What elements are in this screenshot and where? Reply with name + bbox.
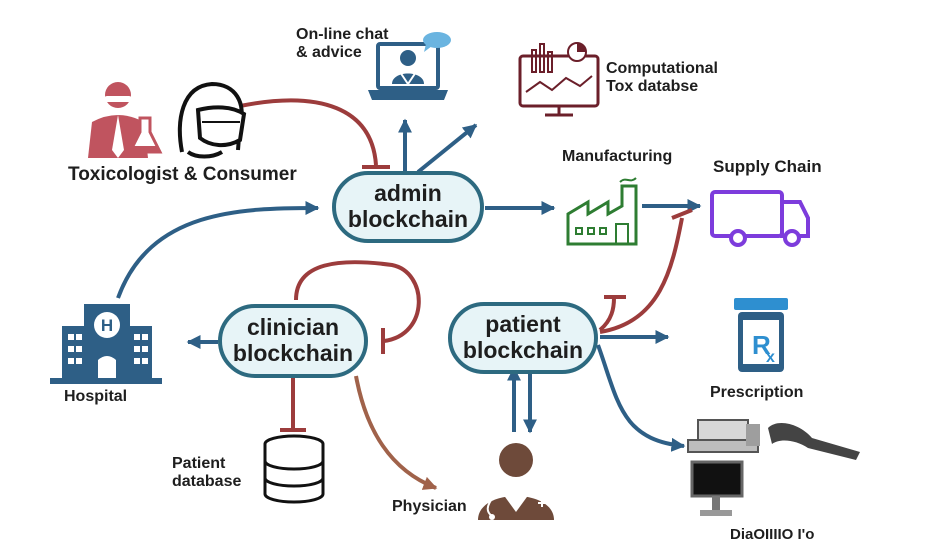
patient-to-supply-connector [599,217,684,334]
rx-bottle-icon: R x [734,298,788,372]
hospital-to-admin-arrow [116,201,320,299]
svg-text:H: H [101,316,113,335]
admin-blockchain-node: admin blockchain [332,171,484,243]
devices-partial-label: DiaOIIIIO I'o [730,526,815,543]
prescription-label: Prescription [710,384,804,401]
admin-blockchain-label: admin blockchain [347,180,469,232]
admin-to-tox-arrow [416,123,478,174]
clinician-blockchain-node: clinician blockchain [218,304,368,378]
manufacturing-label: Manufacturing [562,148,673,165]
computational-tox-label: Computational Tox databse [606,60,718,96]
patient-blockchain-label: patient blockchain [462,311,584,363]
clinician-blockchain-label: clinician blockchain [232,314,354,366]
doctor-icon [478,443,554,520]
hospital-icon: H [50,304,162,384]
toxicologist-consumer-label: Toxicologist & Consumer [68,164,297,185]
monitor-chart-icon [518,42,600,117]
patient-self-connector [598,297,616,332]
svg-text:x: x [766,349,775,366]
supply-chain-label: Supply Chain [713,157,822,176]
supply-inhibit-bar [671,208,693,220]
truck-icon [710,190,810,247]
consumer-to-admin-connector [239,98,378,166]
clinician-loop-connector [294,260,421,343]
laptop-doctor-chat-icon [368,32,451,100]
medical-devices-icon [687,419,860,516]
database-icon [263,434,325,504]
factory-icon [566,177,638,246]
online-chat-label: On-line chat & advice [296,26,389,62]
physician-label: Physician [392,498,467,515]
svg-text:R: R [752,330,771,360]
clinician-to-physician-arrow [354,375,438,490]
scientist-icon [88,82,163,158]
patient-database-label: Patient database [172,455,242,491]
patient-to-devices-arrow [596,344,686,452]
masked-person-icon [177,81,247,159]
connectors [116,98,702,490]
hospital-label: Hospital [64,388,128,405]
patient-blockchain-node: patient blockchain [448,302,598,374]
